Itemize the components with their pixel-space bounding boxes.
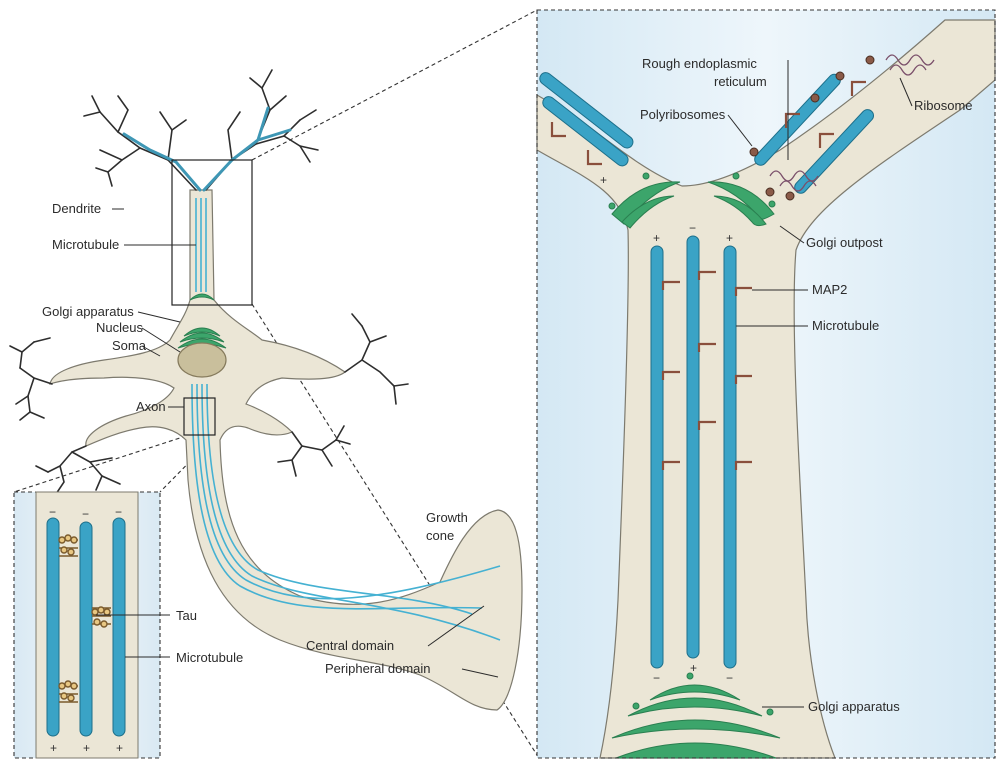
dendrite-mt2-minus: − xyxy=(689,221,696,235)
label-growth-cone-2: cone xyxy=(426,528,454,543)
branch-mt-plus: + xyxy=(600,173,607,187)
dendrite-microtubule-3 xyxy=(724,246,736,668)
axon-mt1-minus: − xyxy=(49,505,56,519)
label-microtubule-main: Microtubule xyxy=(52,237,119,252)
label-central-domain: Central domain xyxy=(306,638,394,653)
dendrite-inset: + − + − + − + Rough endoplasmic reticulu… xyxy=(537,10,995,758)
label-golgi-apparatus-dendrite: Golgi apparatus xyxy=(808,699,900,714)
axon-mt3-minus: − xyxy=(115,505,122,519)
axon-mt2-minus: − xyxy=(82,507,89,521)
label-dendrite: Dendrite xyxy=(52,201,101,216)
label-rer-2: reticulum xyxy=(714,74,767,89)
label-peripheral-domain: Peripheral domain xyxy=(325,661,431,676)
label-map2: MAP2 xyxy=(812,282,847,297)
dendrite-mt3-minus: − xyxy=(726,671,733,685)
dendrite-mt1-minus: − xyxy=(653,671,660,685)
label-tau: Tau xyxy=(176,608,197,623)
label-soma: Soma xyxy=(112,338,147,353)
label-ribosome: Ribosome xyxy=(914,98,973,113)
axon-microtubule-1 xyxy=(47,518,59,736)
axon-microtubule-3 xyxy=(113,518,125,736)
axon-mt2-plus: + xyxy=(83,741,90,755)
dendrite-mt3-plus: + xyxy=(726,231,733,245)
dendrite-microtubule-2 xyxy=(687,236,699,658)
label-rer-1: Rough endoplasmic xyxy=(642,56,757,71)
dendrite-tree-right xyxy=(278,314,408,476)
label-axon: Axon xyxy=(136,399,166,414)
axon-mt3-plus: + xyxy=(116,741,123,755)
dendrite-tree-top xyxy=(84,70,318,190)
label-nucleus: Nucleus xyxy=(96,320,143,335)
label-golgi-apparatus-main: Golgi apparatus xyxy=(42,304,134,319)
label-microtubule-dendrite: Microtubule xyxy=(812,318,879,333)
label-golgi-outpost: Golgi outpost xyxy=(806,235,883,250)
axon-microtubule-2 xyxy=(80,522,92,736)
nucleus-shape xyxy=(178,343,226,377)
label-polyribosomes: Polyribosomes xyxy=(640,107,726,122)
label-growth-cone-1: Growth xyxy=(426,510,468,525)
dendrite-mt1-plus: + xyxy=(653,231,660,245)
axon-mt1-plus: + xyxy=(50,741,57,755)
label-microtubule-axon: Microtubule xyxy=(176,650,243,665)
dendrite-microtubule-1 xyxy=(651,246,663,668)
